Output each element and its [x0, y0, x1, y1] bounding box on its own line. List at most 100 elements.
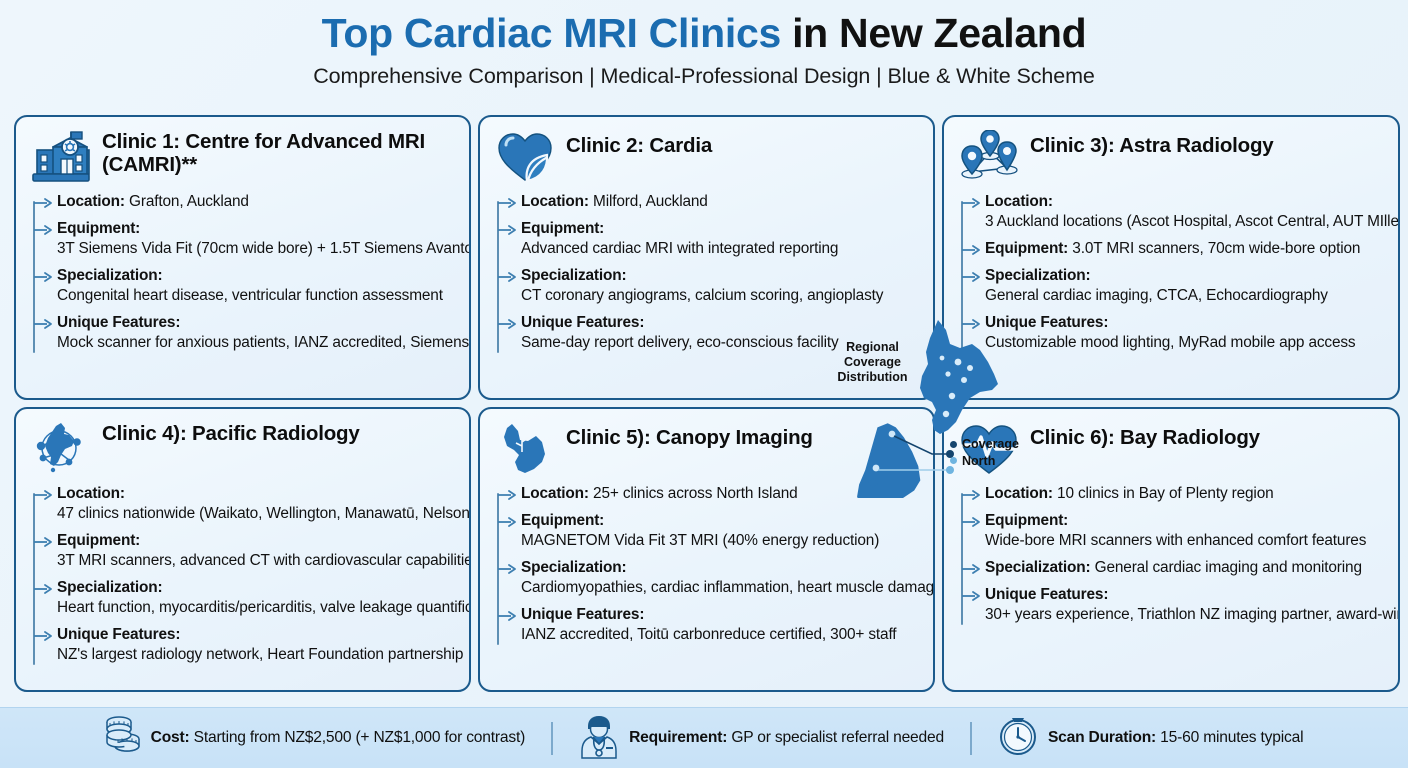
arrow-bullet-icon: [498, 490, 516, 500]
clinic-card-title: Clinic 3): Astra Radiology: [1030, 134, 1274, 157]
clinic-card-title: Clinic 5): Canopy Imaging: [566, 426, 813, 449]
arrow-bullet-icon: [498, 487, 517, 500]
page-title-accent: Top Cardiac MRI Clinics: [321, 10, 782, 56]
arrow-bullet-icon: [34, 225, 52, 235]
clinic-card[interactable]: Clinic 5): Canopy Imaging Location: 25+ …: [478, 407, 935, 692]
detail-label: Equipment:: [57, 532, 141, 550]
clinic-card-title: Clinic 2: Cardia: [566, 134, 713, 157]
list-connector-line: [961, 493, 963, 626]
detail-label: Specialization:: [57, 579, 163, 597]
detail-label: Equipment:: [521, 220, 605, 238]
map-pins-icon: [958, 129, 1020, 185]
map-pins-icon: [961, 130, 1018, 179]
detail-label: Specialization:: [57, 267, 163, 285]
clinic-card-header: Clinic 5): Canopy Imaging: [494, 421, 919, 477]
arrow-bullet-icon: [34, 490, 52, 500]
arrow-bullet-icon: [962, 242, 981, 255]
arrow-bullet-icon: [498, 195, 517, 208]
doctor-icon: [579, 713, 619, 764]
footer-label: Requirement:: [629, 729, 728, 746]
arrow-bullet-icon: [962, 245, 980, 255]
detail-label: Equipment:: [521, 512, 605, 530]
detail-label: Unique Features:: [985, 586, 1109, 604]
footer-value: Starting from NZ$2,500 (+ NZ$1,000 for c…: [189, 729, 526, 746]
clinic-detail-location: Location: 47 clinics nationwide (Waikato…: [34, 484, 469, 524]
detail-label: Unique Features:: [985, 314, 1109, 332]
clinic-detail-unique-features: Unique Features: 30+ years experience, T…: [962, 585, 1398, 625]
detail-value: Cardiomyopathies, cardiac inflammation, …: [521, 579, 935, 597]
clinic-detail-unique-features: Unique Features: Customizable mood light…: [962, 313, 1384, 353]
detail-value: Advanced cardiac MRI with integrated rep…: [521, 240, 839, 258]
clinic-detail-list: Location: 3 Auckland locations (Ascot Ho…: [958, 192, 1398, 354]
clinic-detail-unique-features: Unique Features: Mock scanner for anxiou…: [34, 313, 469, 353]
arrow-bullet-icon: [34, 534, 53, 547]
clinic-card[interactable]: Clinic 6): Bay Radiology Location: 10 cl…: [942, 407, 1400, 692]
clinic-card[interactable]: Clinic 1: Centre for Advanced MRI (CAMRI…: [14, 115, 471, 400]
footer-divider: [969, 721, 972, 755]
clinic-card-grid: Clinic 1: Centre for Advanced MRI (CAMRI…: [14, 115, 1400, 700]
detail-value: 3 Auckland locations (Ascot Hospital, As…: [985, 213, 1400, 231]
clinic-detail-specialization: Specialization: Heart function, myocardi…: [34, 578, 469, 618]
detail-value: General cardiac imaging and monitoring: [1094, 559, 1362, 577]
clinic-card[interactable]: Clinic 3): Astra Radiology Location: 3 A…: [942, 115, 1400, 400]
arrow-bullet-icon: [34, 584, 52, 594]
clinic-detail-equipment: Equipment: 3.0T MRI scanners, 70cm wide-…: [962, 239, 1384, 259]
arrow-bullet-icon: [498, 517, 516, 527]
clinic-card[interactable]: Clinic 2: Cardia Location: Milford, Auck…: [478, 115, 935, 400]
clinic-card[interactable]: Clinic 4): Pacific Radiology Location: 4…: [14, 407, 471, 692]
clinic-card-header: Clinic 6): Bay Radiology: [958, 421, 1384, 477]
arrow-bullet-icon: [34, 537, 52, 547]
doctor-icon: [581, 715, 617, 759]
list-connector-line: [33, 493, 35, 666]
detail-value: CT coronary angiograms, calcium scoring,…: [521, 287, 884, 305]
arrow-bullet-icon: [962, 198, 980, 208]
arrow-bullet-icon: [962, 561, 981, 574]
coins-icon: [105, 715, 141, 762]
detail-value: Mock scanner for anxious patients, IANZ …: [57, 334, 471, 352]
arrow-bullet-icon: [34, 269, 53, 282]
footer-divider: [551, 721, 554, 755]
nz-network-icon: [36, 423, 81, 473]
clinic-detail-equipment: Equipment: Wide-bore MRI scanners with e…: [962, 511, 1384, 551]
arrow-bullet-icon: [34, 195, 53, 208]
clinic-detail-equipment: Equipment: Advanced cardiac MRI with int…: [498, 219, 919, 259]
detail-label: Location:: [985, 193, 1053, 210]
arrow-bullet-icon: [498, 514, 517, 527]
clinic-detail-equipment: Equipment: 3T MRI scanners, advanced CT …: [34, 531, 469, 571]
arrow-bullet-icon: [962, 195, 981, 208]
detail-value: 10 clinics in Bay of Plenty region: [1057, 485, 1274, 502]
detail-value: MAGNETOM Vida Fit 3T MRI (40% energy red…: [521, 532, 880, 550]
arrow-bullet-icon: [34, 222, 53, 235]
north-island-map-icon: [494, 421, 556, 477]
footer-value: GP or specialist referral needed: [727, 729, 944, 746]
clinic-card-header: Clinic 1: Centre for Advanced MRI (CAMRI…: [30, 129, 455, 185]
clinic-card-title: Clinic 4): Pacific Radiology: [102, 422, 360, 445]
north-island-map-icon: [504, 424, 545, 473]
detail-label: Location:: [57, 193, 125, 210]
arrow-bullet-icon: [962, 588, 981, 601]
detail-value: Same-day report delivery, eco-conscious …: [521, 334, 839, 352]
detail-label: Unique Features:: [57, 626, 181, 644]
arrow-bullet-icon: [962, 319, 980, 329]
arrow-bullet-icon: [34, 319, 52, 329]
page-header: Top Cardiac MRI Clinics in New Zealand C…: [0, 0, 1408, 89]
arrow-bullet-icon: [34, 631, 52, 641]
detail-label: Specialization:: [521, 559, 627, 577]
arrow-bullet-icon: [498, 272, 516, 282]
detail-label: Unique Features:: [57, 314, 181, 332]
footer-item: Requirement: GP or specialist referral n…: [553, 713, 970, 764]
clinic-card-header: Clinic 3): Astra Radiology: [958, 129, 1384, 185]
footer-item: Scan Duration: 15-60 minutes typical: [972, 715, 1329, 762]
detail-value: 3T MRI scanners, advanced CT with cardio…: [57, 552, 471, 570]
arrow-bullet-icon: [962, 272, 980, 282]
footer-item: Cost: Starting from NZ$2,500 (+ NZ$1,000…: [79, 715, 551, 762]
detail-label: Equipment:: [57, 220, 141, 238]
detail-value: General cardiac imaging, CTCA, Echocardi…: [985, 287, 1328, 305]
detail-label: Equipment:: [985, 512, 1069, 530]
arrow-bullet-icon: [498, 608, 517, 621]
footer-bar: Cost: Starting from NZ$2,500 (+ NZ$1,000…: [0, 707, 1408, 768]
detail-value: 3T Siemens Vida Fit (70cm wide bore) + 1…: [57, 240, 471, 258]
clinic-detail-list: Location: 25+ clinics across North Islan…: [494, 484, 933, 646]
arrow-bullet-icon: [498, 319, 516, 329]
clock-icon: [998, 715, 1038, 762]
